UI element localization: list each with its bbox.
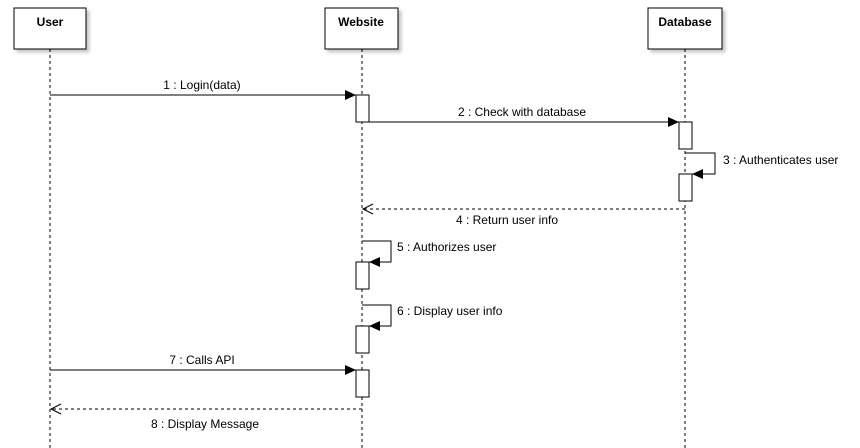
message-8: 8 : Display Message bbox=[49, 403, 362, 431]
message-1-label: 1 : Login(data) bbox=[163, 78, 240, 92]
message-1-arrowhead bbox=[345, 90, 356, 100]
message-8-label: 8 : Display Message bbox=[151, 417, 259, 431]
activation-website-2 bbox=[355, 261, 370, 290]
message-6-label: 6 : Display user info bbox=[397, 304, 503, 318]
activation-database-2 bbox=[678, 173, 693, 202]
message-6: 6 : Display user info bbox=[362, 304, 503, 331]
message-7-arrowhead bbox=[345, 365, 356, 375]
message-2-arrowhead bbox=[668, 117, 679, 127]
message-1: 1 : Login(data) bbox=[50, 78, 356, 100]
participant-user-label: User bbox=[37, 15, 64, 29]
message-5-label: 5 : Authorizes user bbox=[397, 240, 496, 254]
message-4: 4 : Return user info bbox=[361, 203, 685, 227]
message-7-label: 7 : Calls API bbox=[169, 353, 234, 367]
message-3-arrow bbox=[685, 152, 716, 175]
message-3: 3 : Authenticates user bbox=[685, 152, 838, 179]
message-6-arrowhead bbox=[369, 321, 380, 331]
activation-website-1 bbox=[355, 94, 370, 123]
message-3-arrowhead bbox=[692, 169, 703, 179]
participant-website: Website bbox=[324, 7, 399, 50]
participant-database-label: Database bbox=[658, 15, 712, 29]
participant-website-label: Website bbox=[338, 15, 384, 29]
message-8-arrowhead bbox=[49, 403, 62, 415]
participant-database: Database bbox=[647, 7, 723, 50]
message-5-arrowhead bbox=[369, 257, 380, 267]
activation-website-3 bbox=[355, 325, 370, 354]
message-4-label: 4 : Return user info bbox=[456, 213, 558, 227]
message-3-label: 3 : Authenticates user bbox=[723, 153, 838, 167]
message-2-label: 2 : Check with database bbox=[458, 105, 586, 119]
activation-database-1 bbox=[678, 121, 693, 150]
message-5: 5 : Authorizes user bbox=[362, 240, 496, 267]
message-4-arrowhead bbox=[361, 203, 374, 215]
activation-website-4 bbox=[355, 369, 370, 398]
message-7: 7 : Calls API bbox=[50, 353, 356, 375]
participant-user: User bbox=[13, 7, 87, 50]
message-2: 2 : Check with database bbox=[369, 105, 679, 127]
